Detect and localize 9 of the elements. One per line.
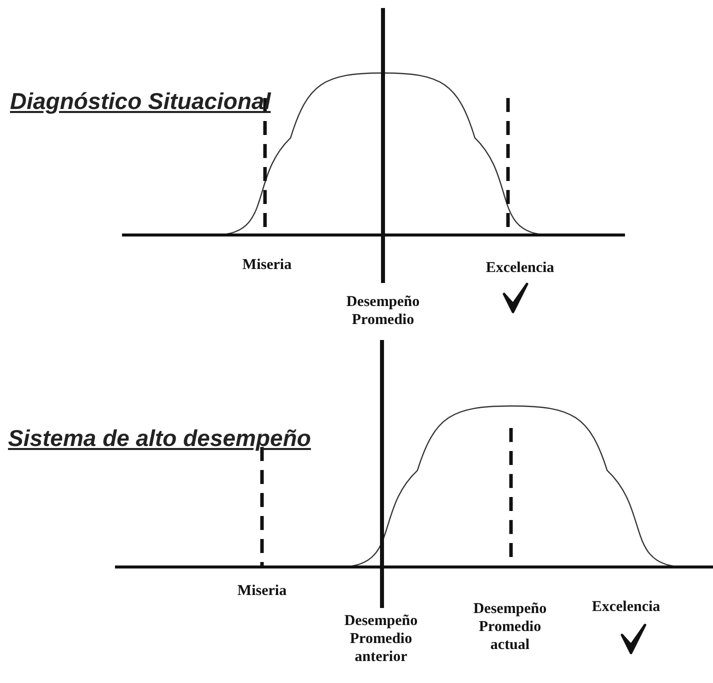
- axis-label: Excelencia: [484, 259, 556, 277]
- chart-heading: Sistema de alto desempeño: [8, 425, 311, 452]
- axis-label: Miseria: [236, 582, 288, 600]
- chart-heading: Diagnóstico Situacional: [10, 88, 271, 115]
- axis-label: Miseria: [241, 256, 293, 274]
- axis-label: Desempeño Promedio actual: [472, 600, 548, 654]
- axis-label: Excelencia: [590, 598, 662, 616]
- axis-label: Desempeño Promedio anterior: [343, 612, 419, 666]
- axis-label: Desempeño Promedio: [345, 293, 421, 329]
